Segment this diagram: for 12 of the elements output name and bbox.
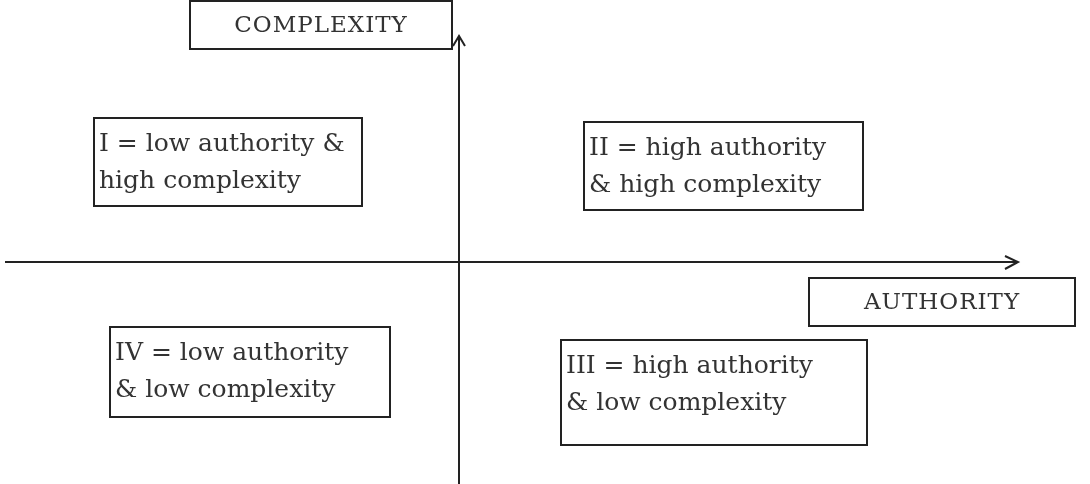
quadrant-box xyxy=(560,339,868,446)
axis-label: COMPLEXITY xyxy=(234,11,408,39)
quadrant-description: II = high authority & high complexity xyxy=(589,131,828,200)
axis-label-box xyxy=(808,277,1076,327)
axis-label-box xyxy=(189,0,453,50)
quadrant-box xyxy=(583,121,864,211)
quadrant-description: IV = low authority & low complexity xyxy=(115,336,350,405)
quadrant-description: I = low authority & high complexity xyxy=(99,127,346,196)
axis-label: AUTHORITY xyxy=(863,288,1021,316)
quadrant-description: III = high authority & low complexity xyxy=(566,349,814,418)
quadrant-box xyxy=(109,326,391,418)
quadrant-box xyxy=(93,117,363,207)
